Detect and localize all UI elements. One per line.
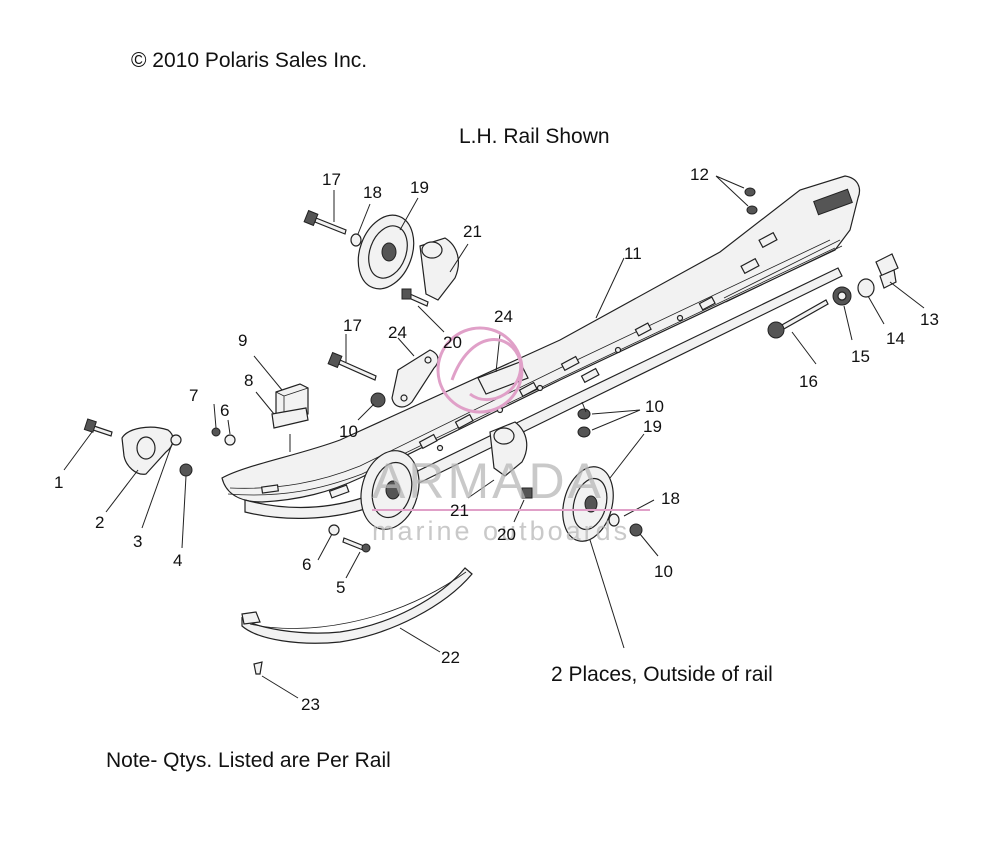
callout-13: 13 — [920, 310, 939, 329]
nut-15 — [832, 286, 852, 306]
hardware — [170, 187, 758, 553]
quantity-note: Note- Qtys. Listed are Per Rail — [106, 749, 391, 772]
callout-16: 16 — [799, 372, 818, 391]
wheel-bracket-lower — [489, 421, 528, 477]
callout-21-upper: 21 — [463, 222, 482, 241]
places-note: 2 Places, Outside of rail — [551, 663, 773, 686]
callout-6-upper: 6 — [220, 401, 229, 420]
callout-4: 4 — [173, 551, 182, 570]
callout-19-upper: 19 — [410, 178, 429, 197]
callout-15: 15 — [851, 347, 870, 366]
bracket-24-on-rail — [477, 361, 529, 395]
callout-18-lower: 18 — [661, 489, 680, 508]
callout-9: 9 — [238, 331, 247, 350]
copyright-notice: © 2010 Polaris Sales Inc. — [131, 49, 367, 72]
callout-18-upper: 18 — [363, 183, 382, 202]
callout-5: 5 — [336, 578, 345, 597]
callout-11: 11 — [624, 244, 642, 263]
callout-22: 22 — [441, 648, 460, 667]
callout-17-lower: 17 — [343, 316, 362, 335]
idler-wheel-upper — [357, 214, 415, 290]
watermark-tagline: marine outboards — [372, 516, 630, 546]
callout-10-rail: 10 — [645, 397, 664, 416]
bolt-20-upper — [401, 288, 429, 307]
wheel-bracket-upper — [419, 237, 459, 301]
watermark-brand: ARMADA — [372, 453, 604, 509]
callout-10-wheel: 10 — [654, 562, 673, 581]
bolt-17-upper — [303, 209, 347, 235]
spacer-14 — [857, 278, 875, 298]
callout-6-lower: 6 — [302, 555, 311, 574]
callout-12: 12 — [690, 165, 709, 184]
callout-7: 7 — [189, 386, 198, 405]
mount-plate — [391, 349, 439, 408]
bolt-23 — [253, 661, 263, 675]
watermark-logo: ARMADA marine outboards — [372, 326, 650, 546]
idler-wheel-lower-right — [562, 466, 614, 542]
callout-10-mount: 10 — [339, 422, 358, 441]
view-caption: L.H. Rail Shown — [459, 125, 610, 148]
callout-19-lower: 19 — [643, 417, 662, 436]
callout-23: 23 — [301, 695, 320, 714]
clip-8 — [271, 407, 309, 429]
end-block-13 — [875, 253, 899, 289]
slide-rail — [221, 175, 861, 519]
bolt-16 — [767, 299, 829, 339]
bolt-1 — [83, 418, 113, 437]
leader-lines — [63, 175, 925, 699]
bolt-17-lower — [327, 351, 377, 381]
callout-8: 8 — [244, 371, 253, 390]
callout-20-upper: 20 — [443, 333, 462, 352]
bolt-5 — [342, 537, 365, 551]
bolt-20-lower — [521, 487, 533, 499]
callout-21-lower: 21 — [450, 501, 469, 520]
callout-20-lower: 20 — [497, 525, 516, 544]
callout-17-upper: 17 — [322, 170, 341, 189]
callout-24-rail: 24 — [494, 307, 513, 326]
callout-14: 14 — [886, 329, 905, 348]
callout-1: 1 — [54, 473, 63, 492]
callout-24-plate: 24 — [388, 323, 407, 342]
callout-2: 2 — [95, 513, 104, 532]
callout-labels: 1 2 3 4 5 6 6 7 8 9 10 10 10 11 12 13 14… — [54, 165, 939, 714]
wear-strip — [241, 567, 473, 644]
bumper-2 — [121, 426, 174, 475]
callout-3: 3 — [133, 532, 142, 551]
watermark-swirl — [450, 338, 523, 401]
